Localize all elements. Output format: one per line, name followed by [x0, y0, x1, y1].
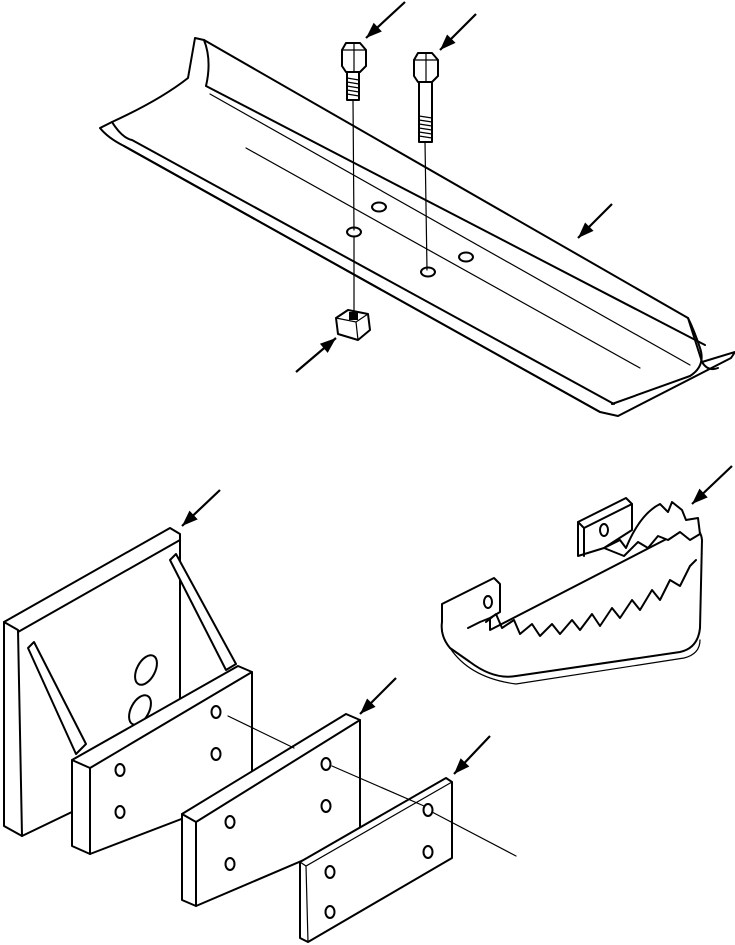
callout-arrow [181, 489, 221, 527]
alignment-line [227, 715, 295, 749]
callout-arrow [439, 13, 477, 51]
callout-arrow [453, 735, 491, 775]
callout-arrows [181, 1, 733, 775]
arrowhead [360, 698, 376, 714]
shoe-hole [458, 251, 474, 263]
bracket-hole [114, 805, 126, 819]
callout-arrow [691, 465, 733, 505]
shim-hole [324, 865, 336, 879]
bracket-hole [210, 747, 222, 761]
spacer-hole [320, 799, 332, 813]
clamp-hole [599, 523, 609, 537]
bracket-hole [210, 705, 222, 719]
clamp-hole [483, 595, 493, 609]
shoe-hole [420, 266, 436, 278]
shim-hole [422, 803, 434, 817]
track-shoe [99, 37, 735, 417]
arrowhead [692, 488, 708, 504]
callout-arrow [577, 203, 613, 239]
arrowhead [366, 22, 382, 38]
shim-hole [422, 845, 434, 859]
arrowhead [319, 338, 336, 353]
bolt-right [413, 52, 439, 271]
spacer-hole [320, 757, 332, 771]
arrowhead [578, 222, 594, 238]
callout-arrow [359, 677, 397, 715]
bolt-left [341, 42, 367, 231]
spacer-hole [224, 857, 236, 871]
shoe-hole [371, 201, 387, 213]
alignment-line [431, 811, 517, 857]
callout-arrow [365, 1, 406, 39]
shim-plate [299, 765, 517, 943]
bracket-slot [134, 654, 158, 686]
spacer-hole [224, 815, 236, 829]
arrowhead [454, 758, 470, 774]
bracket-hole [114, 763, 126, 777]
bolt-leader-line [352, 99, 355, 231]
spacer-plate [181, 713, 361, 907]
arrowhead [182, 510, 198, 526]
serrated-clamp [440, 497, 703, 685]
arrowhead [440, 34, 456, 50]
nut [335, 235, 371, 341]
alignment-line [331, 765, 425, 807]
callout-arrow [295, 337, 337, 373]
bolt-leader-line [424, 141, 428, 271]
shim-hole [324, 905, 336, 919]
